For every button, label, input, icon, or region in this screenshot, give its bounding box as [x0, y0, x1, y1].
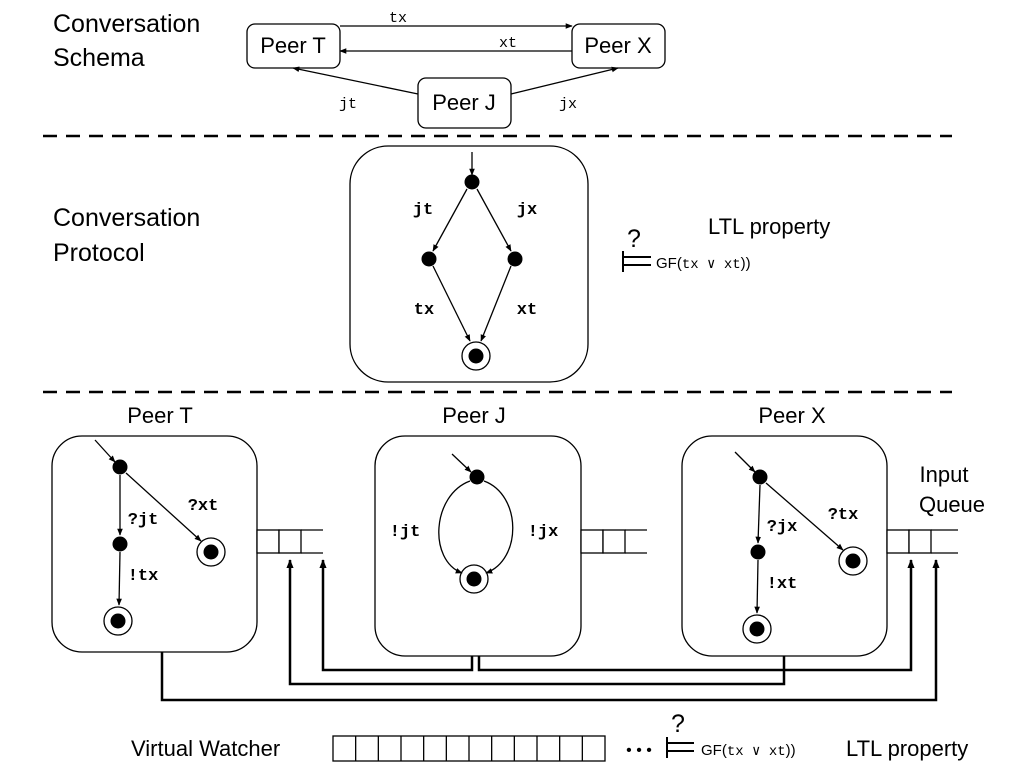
watcher-ellipsis: • • • — [626, 742, 652, 759]
peer-j-state-final — [466, 571, 482, 587]
watcher-question-mark: ? — [671, 710, 685, 738]
peer-x-state-final-b — [749, 621, 765, 637]
peer-x-label-send-xt: !xt — [767, 575, 798, 594]
schema-title-line2: Schema — [53, 44, 145, 72]
ltl-formula: GF(tx ∨ xt)) — [656, 255, 751, 273]
ltl-question-mark: ? — [627, 225, 641, 253]
protocol-state-left — [421, 251, 437, 267]
schema-msg-tx: tx — [389, 10, 407, 27]
virtual-watcher-label: Virtual Watcher — [131, 736, 280, 761]
ltl-formula-prefix: GF( — [656, 255, 682, 272]
peer-j-title: Peer J — [442, 403, 506, 428]
message-routing — [160, 559, 940, 702]
peer-j-state-initial — [469, 469, 485, 485]
virtual-watcher-section: Virtual Watcher • • • ? GF(tx ∨ xt)) LTL… — [131, 710, 968, 762]
peer-x-box — [681, 435, 888, 657]
ltl-property-label: LTL property — [708, 214, 830, 239]
protocol-edge-xt — [480, 265, 512, 342]
watcher-queue — [332, 735, 606, 762]
protocol-label-tx: tx — [414, 301, 434, 320]
protocol-state-final — [468, 348, 484, 364]
protocol-edge-jx — [476, 188, 512, 252]
schema-title-line1: Conversation — [53, 10, 200, 38]
peer-t-input-queue — [256, 529, 323, 554]
schema-peer-x-label: Peer X — [584, 33, 652, 58]
schema-peer-t-label: Peer T — [260, 33, 326, 58]
protocol-box — [349, 145, 589, 383]
peer-j-box — [374, 435, 582, 657]
peer-j-input-queue — [580, 529, 647, 554]
peer-x-input-queue — [886, 529, 958, 554]
peer-t-label-send-tx: !tx — [128, 567, 159, 586]
peer-x-title: Peer X — [758, 403, 826, 428]
peer-x-label-recv-tx: ?tx — [828, 506, 859, 525]
schema-peer-j-label: Peer J — [432, 90, 496, 115]
peer-x-edge-xt — [754, 559, 760, 614]
watcher-ltl-property-label: LTL property — [846, 736, 968, 761]
peer-t-section: Peer T ?jt ?xt !tx — [51, 403, 323, 653]
input-queue-label-line1: Input — [920, 462, 969, 487]
peer-x-state-initial — [752, 469, 768, 485]
peer-j-label-send-jt: !jt — [390, 523, 421, 542]
peer-x-edge-tx — [765, 482, 844, 551]
schema-msg-xt: xt — [499, 35, 517, 52]
peer-j-init-arrow — [451, 453, 472, 473]
protocol-state-right — [507, 251, 523, 267]
peer-j-edge-jx — [483, 480, 514, 574]
peer-t-box — [51, 435, 258, 653]
route-peer-j-to-peer-t — [319, 559, 474, 672]
peer-x-edge-jx — [755, 484, 762, 544]
route-peer-j-to-peer-x — [477, 559, 915, 672]
route-peer-x-to-peer-t — [286, 559, 786, 686]
protocol-section: Conversation Protocol jt jx tx xt ? GF(t… — [53, 145, 830, 383]
input-queue-label-line2: Queue — [919, 492, 985, 517]
peer-t-state-final-b — [110, 613, 126, 629]
ltl-formula-body: tx ∨ xt — [682, 257, 741, 273]
peer-x-section: Peer X ?jx ?tx !xt Input Queue — [681, 403, 985, 657]
peer-x-state-mid — [750, 544, 766, 560]
peer-t-label-recv-jt: ?jt — [128, 511, 159, 530]
route-peer-t-to-peer-x — [160, 559, 940, 702]
schema-edge-jt — [292, 66, 419, 95]
watcher-models-turnstile-icon — [666, 737, 694, 758]
peer-t-init-arrow — [94, 439, 116, 463]
peer-j-section: Peer J !jt !jx — [374, 403, 647, 657]
schema-msg-jt: jt — [339, 96, 357, 113]
models-turnstile-icon — [622, 251, 651, 272]
protocol-label-jx: jx — [517, 201, 537, 220]
peer-x-init-arrow — [734, 451, 756, 473]
schema-edge-jx — [510, 66, 619, 95]
peer-t-state-final-a — [203, 544, 219, 560]
peer-t-label-recv-xt: ?xt — [188, 497, 219, 516]
watcher-ltl-formula: GF(tx ∨ xt)) — [701, 742, 796, 760]
schema-msg-jx: jx — [559, 96, 577, 113]
protocol-label-jt: jt — [413, 201, 433, 220]
peer-x-state-final-a — [845, 553, 861, 569]
ltl-formula-suffix: )) — [741, 255, 751, 272]
watcher-formula-body: tx ∨ xt — [727, 744, 786, 760]
peer-t-edge-xt — [125, 472, 202, 542]
schema-section: Conversation Schema Peer T Peer X Peer J… — [53, 10, 666, 129]
peer-x-label-recv-jx: ?jx — [767, 518, 798, 537]
peer-t-state-mid — [112, 536, 128, 552]
peer-j-edge-jt — [438, 480, 471, 574]
peer-t-edge-tx — [116, 551, 122, 606]
protocol-title-line1: Conversation — [53, 204, 200, 232]
schema-peer-j-box — [417, 77, 512, 129]
peer-t-title: Peer T — [127, 403, 193, 428]
protocol-label-xt: xt — [517, 301, 537, 320]
peer-j-label-send-jx: !jx — [528, 523, 559, 542]
protocol-title-line2: Protocol — [53, 239, 145, 267]
peer-t-state-initial — [112, 459, 128, 475]
watcher-formula-suffix: )) — [786, 742, 796, 759]
protocol-state-initial — [464, 174, 480, 190]
protocol-edge-jt — [432, 188, 468, 252]
watcher-formula-prefix: GF( — [701, 742, 727, 759]
protocol-edge-tx — [432, 265, 471, 342]
